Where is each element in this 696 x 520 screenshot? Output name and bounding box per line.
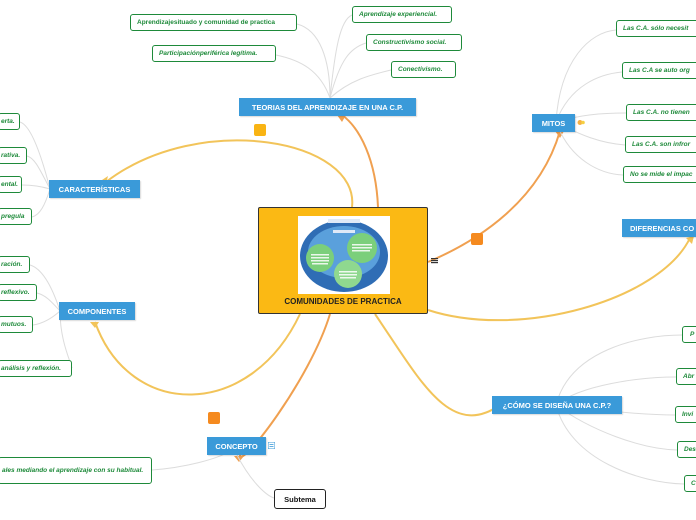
leaf-aprendizaje-situado[interactable]: Aprendizaje situado y comunidad de pract… (130, 14, 297, 31)
leaf-concepto[interactable]: ales mediando el aprendizaje con su habi… (0, 457, 152, 484)
leaf-caracteristica-3[interactable]: ental. (0, 176, 22, 193)
notes-icon[interactable] (431, 257, 438, 264)
leaf-conectivismo[interactable]: Conectivismo. (391, 61, 456, 78)
leaf-mito-1[interactable]: Las C.A. sólo necesit (616, 20, 696, 37)
topic-diseno[interactable]: ¿CÓMO SE DISEÑA UNA C.P.? (492, 396, 622, 414)
relationship-marker[interactable] (208, 412, 220, 424)
leaf-aprendizaje-experiencial[interactable]: Aprendizaje experiencial. (352, 6, 452, 23)
leaf-diseno-5[interactable]: C (684, 475, 696, 492)
leaf-text: situado y comunidad de practica (174, 19, 275, 26)
leaf-componente-4[interactable]: análisis y reflexión. (0, 360, 72, 377)
topic-teorias[interactable]: TEORIAS DEL APRENDIZAJE EN UNA C.P. (239, 98, 416, 116)
leaf-diseno-3[interactable]: Invi (675, 406, 696, 423)
leaf-constructivismo-social[interactable]: Constructivismo social. (366, 34, 462, 51)
central-topic-title: COMUNIDADES DE PRACTICA (259, 297, 427, 306)
leaf-componente-1[interactable]: ración. (0, 256, 30, 273)
leaf-caracteristica-1[interactable]: erta. (0, 113, 20, 130)
topic-componentes[interactable]: COMPONENTES (59, 302, 135, 320)
notes-icon[interactable] (268, 442, 275, 449)
relationship-marker[interactable] (254, 124, 266, 136)
leaf-text: Participación (159, 50, 200, 57)
link-icon[interactable] (577, 119, 585, 126)
leaf-componente-2[interactable]: reflexivo. (0, 284, 37, 301)
leaf-diseno-2[interactable]: Abr (676, 368, 696, 385)
leaf-diseno-1[interactable]: P (682, 326, 696, 343)
central-topic[interactable]: COMUNIDADES DE PRACTICA (258, 207, 428, 314)
infographic-image (298, 216, 390, 294)
leaf-participacion-periferica[interactable]: Participación periférica legítima. (152, 45, 276, 62)
topic-concepto[interactable]: CONCEPTO (207, 437, 266, 455)
leaf-text: periférica legítima. (200, 50, 257, 57)
topic-diferencias[interactable]: DIFERENCIAS CO (622, 219, 696, 237)
relationship-marker[interactable] (471, 233, 483, 245)
topic-caracteristicas[interactable]: CARACTERÍSTICAS (49, 180, 140, 198)
leaf-mito-5[interactable]: No se mide el impac (623, 166, 696, 183)
leaf-caracteristica-2[interactable]: rativa. (0, 147, 27, 164)
leaf-mito-2[interactable]: Las C.A se auto org (622, 62, 696, 79)
leaf-caracteristica-4[interactable]: pregula (0, 208, 32, 225)
leaf-mito-4[interactable]: Las C.A. son infror (625, 136, 696, 153)
leaf-mito-3[interactable]: Las C.A. no tienen (626, 104, 696, 121)
subtema-node[interactable]: Subtema (274, 489, 326, 509)
leaf-diseno-4[interactable]: Des (677, 441, 696, 458)
topic-mitos[interactable]: MITOS (532, 114, 575, 132)
leaf-componente-3[interactable]: mutuos. (0, 316, 33, 333)
leaf-text: Aprendizaje (137, 19, 174, 26)
